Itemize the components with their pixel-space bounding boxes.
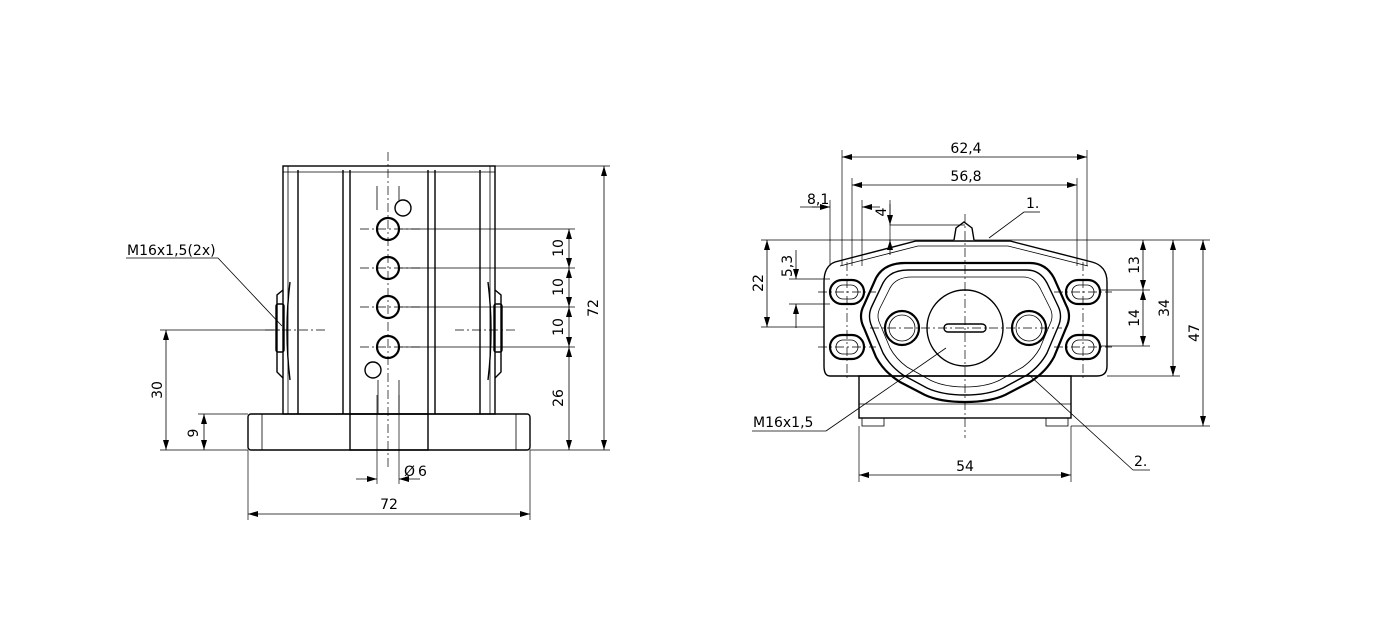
callout-item-2: 2.	[1027, 373, 1150, 471]
housing-body	[282, 165, 496, 415]
dim-offset-4: 4	[874, 204, 893, 255]
thread-boss-right	[487, 281, 503, 381]
dim-height-14-label: 14	[1127, 309, 1143, 327]
dim-height-total: 72	[586, 166, 607, 450]
dim-height-22: 22	[751, 240, 770, 327]
dim-width-62-4-label: 62,4	[950, 141, 981, 157]
dim-height-13: 13	[1127, 240, 1146, 290]
flange-plate	[823, 240, 1108, 377]
dim-height-13-label: 13	[1127, 256, 1143, 274]
dim-base-height-label: 9	[186, 429, 202, 438]
callout-item-2-label: 2.	[1134, 454, 1147, 470]
dim-width-8-1: 8,1	[800, 192, 880, 210]
dim-width-56-8: 56,8	[852, 169, 1077, 188]
dim-width-56-8-label: 56,8	[950, 169, 981, 185]
dim-thread-height: 30	[150, 330, 169, 450]
dim-pitch-3-label: 10	[551, 318, 567, 336]
callout-item-1-label: 1.	[1026, 196, 1039, 212]
dim-thread-height-label: 30	[150, 381, 166, 399]
dim-height-34: 34	[1157, 240, 1176, 376]
thread-boss-left	[275, 281, 291, 381]
dim-height-5-3: 5,3	[780, 250, 799, 328]
dim-pitch-stack: 10 10 10 26	[551, 229, 572, 450]
dim-lower-height-label: 26	[551, 389, 567, 407]
dim-width-8-1-label: 8,1	[807, 192, 829, 208]
dim-height-47-label: 47	[1187, 324, 1203, 342]
dim-pitch-2-label: 10	[551, 278, 567, 296]
callout-thread-left-label: M16x1,5(2x)	[127, 243, 216, 259]
callout-item-1: 1.	[988, 196, 1040, 239]
left-view: 72 10 10 10 26 72 30 9	[126, 152, 610, 520]
dim-width-62-4: 62,4	[842, 141, 1087, 160]
callout-thread-left: M16x1,5(2x)	[126, 243, 283, 327]
dim-width-54: 54	[859, 459, 1071, 478]
dim-offset-4-label: 4	[874, 207, 890, 216]
dim-hole-diameter-label: 6	[418, 464, 427, 480]
top-nib	[953, 221, 975, 241]
dim-width-total-label: 72	[380, 497, 398, 513]
dim-height-47: 47	[1187, 240, 1206, 426]
dim-pitch-1-label: 10	[551, 239, 567, 257]
dim-width-total: 72	[248, 497, 530, 517]
base-plate	[247, 413, 531, 451]
dim-height-22-label: 22	[751, 274, 767, 292]
right-center-lines	[818, 214, 1112, 438]
dim-height-14: 14	[1127, 290, 1146, 346]
dim-height-5-3-label: 5,3	[780, 255, 796, 277]
left-extension-lines	[160, 165, 610, 520]
left-center-lines	[265, 152, 515, 470]
callout-thread-right: M16x1,5	[752, 347, 947, 432]
dim-hole-diameter: Ø 6	[356, 464, 427, 482]
dim-hole-diameter-symbol: Ø	[404, 464, 415, 480]
dim-base-height: 9	[186, 414, 207, 450]
dim-width-54-label: 54	[956, 459, 974, 475]
dim-height-total-label: 72	[586, 299, 602, 317]
callout-thread-right-label: M16x1,5	[753, 415, 813, 431]
dim-height-34-label: 34	[1157, 299, 1173, 317]
right-view: 62,4 56,8 8,1 4 54 22 5,3	[751, 141, 1210, 482]
